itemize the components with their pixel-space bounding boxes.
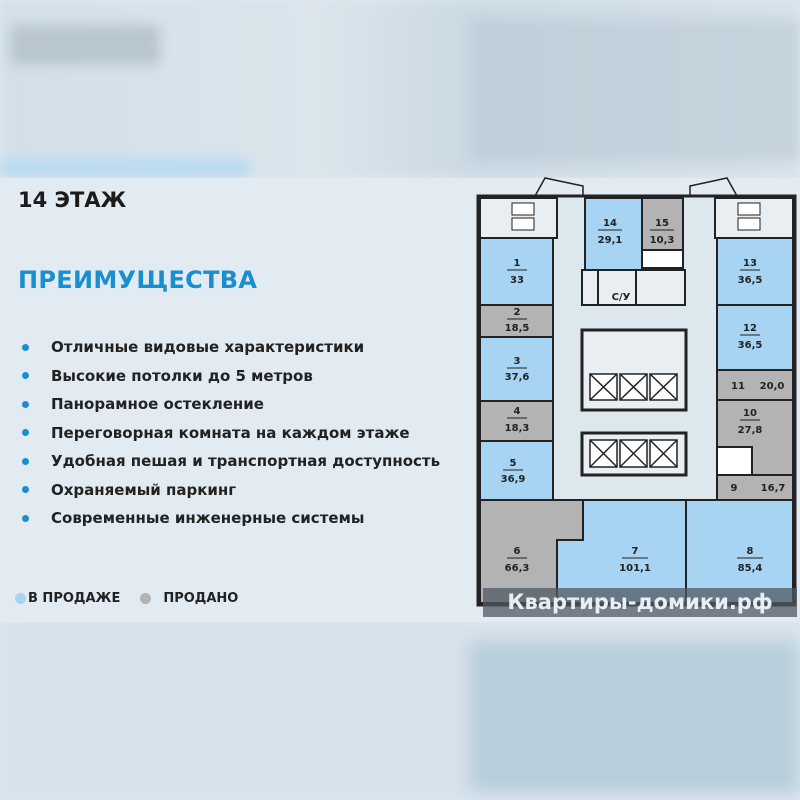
list-item-text: Переговорная комната на каждом этаже: [51, 423, 410, 442]
room-14[interactable]: [584, 197, 643, 271]
room-3[interactable]: [479, 336, 554, 402]
room-area: 66,3: [505, 563, 530, 574]
list-item: Переговорная комната на каждом этаже: [18, 419, 440, 448]
legend: В ПРОДАЖЕ ПРОДАНО: [15, 591, 238, 606]
list-item: Высокие потолки до 5 метров: [18, 362, 440, 391]
room-4[interactable]: [479, 400, 554, 442]
room-8[interactable]: [685, 499, 794, 604]
room-area: 10,3: [650, 235, 675, 246]
list-item-text: Охраняемый паркинг: [51, 480, 237, 499]
room-number: 10: [743, 408, 757, 419]
advantages-list: Отличные видовые характеристики Высокие …: [18, 333, 440, 533]
room-number: 11: [731, 381, 745, 392]
room-area: 18,5: [505, 323, 530, 334]
room-number: 1: [514, 258, 521, 269]
list-item-text: Отличные видовые характеристики: [51, 338, 365, 357]
room-area: 36,5: [738, 275, 763, 286]
stairs-left-icon: [479, 197, 558, 239]
watermark: Квартиры-домики.рф: [483, 588, 797, 617]
room-area: 29,1: [598, 235, 623, 246]
room-area: 33: [510, 275, 524, 286]
room-number: 13: [743, 258, 757, 269]
blurred-background-top: [0, 0, 800, 178]
blurred-background-bottom: [0, 622, 800, 800]
room-1[interactable]: [479, 237, 554, 306]
room-number: 4: [514, 406, 521, 417]
sold-dot-icon: [140, 593, 152, 604]
room-number: 5: [510, 458, 517, 469]
room-12[interactable]: [716, 304, 794, 371]
room-number: 8: [747, 546, 754, 557]
bullet-icon: [22, 514, 29, 522]
room-number: 15: [655, 218, 669, 229]
bullet-icon: [22, 343, 29, 351]
list-item-text: Современные инженерные системы: [51, 509, 365, 528]
list-item: Отличные видовые характеристики: [18, 333, 440, 362]
list-item-text: Удобная пешая и транспортная доступность: [51, 452, 441, 471]
wc-label: С/У: [612, 292, 631, 303]
room-area: 18,3: [505, 423, 530, 434]
list-item-text: Высокие потолки до 5 метров: [51, 366, 313, 385]
room-number: 12: [743, 323, 757, 334]
room-area: 20,0: [760, 381, 785, 392]
list-item: Панорамное остекление: [18, 390, 440, 419]
bullet-icon: [22, 457, 29, 465]
room-area: 37,6: [505, 372, 530, 383]
room-area: 36,5: [738, 340, 763, 351]
list-item-text: Панорамное остекление: [51, 395, 264, 414]
room-13[interactable]: [716, 237, 794, 306]
list-item: Современные инженерные системы: [18, 504, 440, 533]
room-area: 101,1: [619, 563, 651, 574]
room-number: 3: [514, 356, 521, 367]
bullet-icon: [22, 372, 29, 380]
lift-core-lower: [580, 431, 688, 477]
legend-for-sale: В ПРОДАЖЕ: [28, 591, 121, 606]
room-area: 16,7: [761, 483, 786, 494]
room-9[interactable]: [716, 474, 794, 501]
room-number: 7: [632, 546, 639, 557]
stairs-right-icon: [714, 197, 794, 239]
list-item: Охраняемый паркинг: [18, 476, 440, 505]
room-number: 2: [514, 307, 521, 318]
room-area: 27,8: [738, 425, 763, 436]
floor-title: 14 ЭТАЖ: [18, 188, 127, 212]
room-number: 14: [603, 218, 617, 229]
room-area: 36,9: [501, 474, 526, 485]
bullet-icon: [22, 486, 29, 494]
for-sale-dot-icon: [15, 593, 26, 604]
legend-sold: ПРОДАНО: [163, 591, 239, 606]
advantages-heading: ПРЕИМУЩЕСТВА: [18, 266, 258, 294]
lift-core-upper: [580, 328, 688, 412]
list-item: Удобная пешая и транспортная доступность: [18, 447, 440, 476]
wc-block: [581, 269, 686, 306]
bullet-icon: [22, 429, 29, 437]
room-area: 85,4: [738, 563, 763, 574]
room-number: 6: [514, 546, 521, 557]
room-number: 9: [731, 483, 738, 494]
bullet-icon: [22, 400, 29, 408]
